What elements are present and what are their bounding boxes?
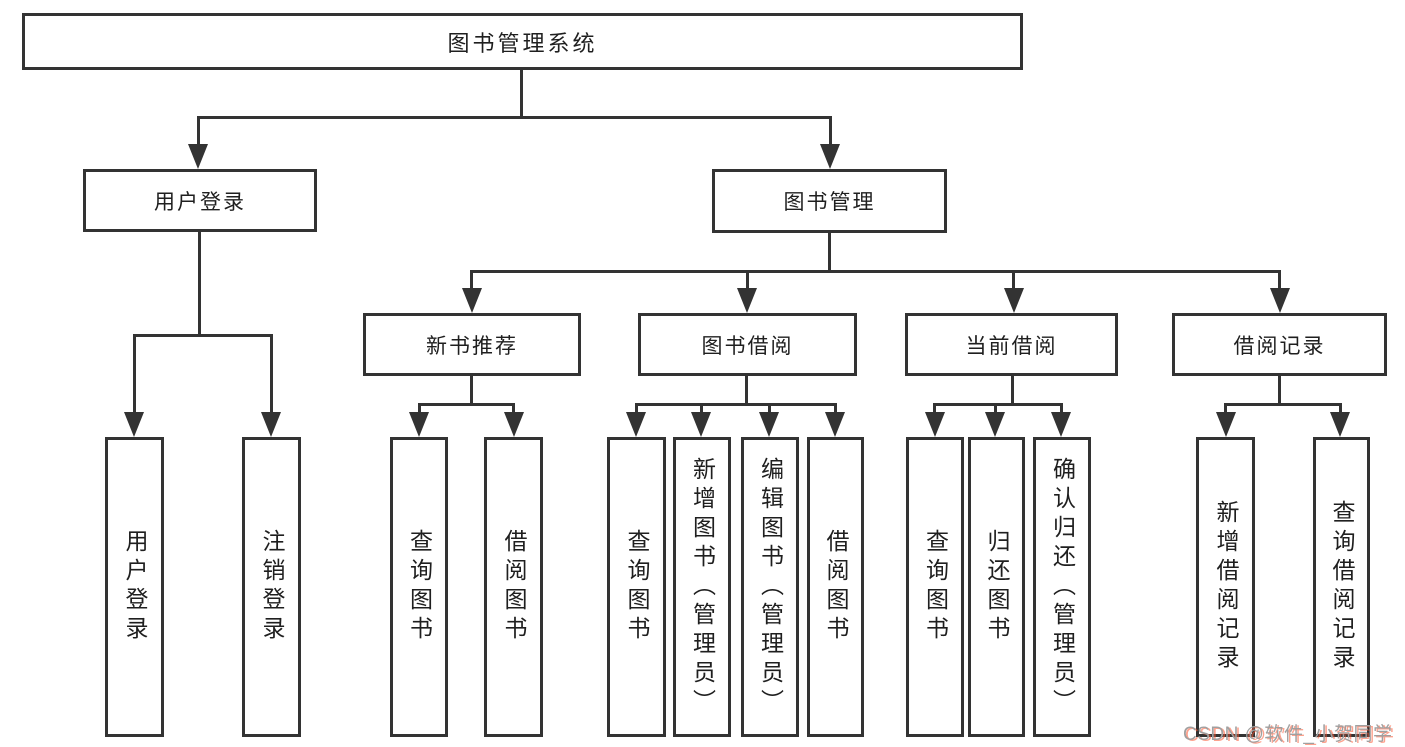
connector-vline: [1011, 374, 1014, 403]
leaf-query-books-borrowing: 查询图书: [607, 437, 666, 737]
leaf-confirm-return-admin: 确认归还（管理员）: [1033, 437, 1091, 737]
leaf-query-books-recommend: 查询图书: [390, 437, 448, 737]
connector-hline: [1224, 403, 1342, 406]
arrow-down-icon: [1330, 412, 1350, 437]
node-library-management-system: 图书管理系统: [22, 13, 1023, 70]
leaf-query-books-current: 查询图书: [906, 437, 964, 737]
connector-vline: [745, 374, 748, 403]
connector-hline: [933, 403, 1063, 406]
connector-vline: [1060, 403, 1063, 416]
leaf-return-book: 归还图书: [968, 437, 1025, 737]
node-user-login: 用户登录: [83, 169, 317, 232]
arrow-down-icon: [1004, 288, 1024, 313]
connector-hline: [470, 270, 1281, 273]
connector-vline: [133, 334, 136, 416]
connector-vline: [520, 69, 523, 116]
arrow-down-icon: [462, 288, 482, 313]
connector-hline: [133, 334, 273, 337]
connector-vline: [1012, 270, 1015, 292]
arrow-down-icon: [409, 412, 429, 437]
connector-vline: [746, 270, 749, 292]
leaf-borrow-books-borrowing: 借阅图书: [807, 437, 864, 737]
connector-vline: [470, 374, 473, 403]
leaf-borrow-books-recommend: 借阅图书: [484, 437, 543, 737]
arrow-down-icon: [691, 412, 711, 437]
connector-vline: [829, 116, 832, 148]
arrow-down-icon: [820, 144, 840, 169]
connector-vline: [828, 232, 831, 271]
connector-vline: [1278, 374, 1281, 403]
arrow-down-icon: [759, 412, 779, 437]
node-book-management: 图书管理: [712, 169, 947, 233]
arrow-down-icon: [504, 412, 524, 437]
arrow-down-icon: [825, 412, 845, 437]
arrow-down-icon: [261, 412, 281, 437]
connector-vline: [635, 403, 638, 416]
leaf-logout: 注销登录: [242, 437, 301, 737]
arrow-down-icon: [124, 412, 144, 437]
leaf-add-borrow-record: 新增借阅记录: [1196, 437, 1255, 737]
connector-vline: [270, 334, 273, 416]
connector-vline: [418, 403, 421, 416]
arrow-down-icon: [188, 144, 208, 169]
connector-vline: [1339, 403, 1342, 416]
leaf-add-book-admin: 新增图书（管理员）: [673, 437, 731, 737]
connector-hline: [418, 403, 515, 406]
node-book-borrowing: 图书借阅: [638, 313, 857, 376]
connector-vline: [700, 403, 703, 416]
connector-vline: [834, 403, 837, 416]
connector-vline: [470, 270, 473, 292]
node-current-borrowing: 当前借阅: [905, 313, 1118, 376]
connector-vline: [197, 116, 200, 148]
connector-hline: [635, 403, 837, 406]
leaf-query-borrow-record: 查询借阅记录: [1313, 437, 1370, 737]
arrow-down-icon: [1270, 288, 1290, 313]
leaf-edit-book-admin: 编辑图书（管理员）: [741, 437, 799, 737]
arrow-down-icon: [925, 412, 945, 437]
connector-vline: [768, 403, 771, 416]
arrow-down-icon: [1216, 412, 1236, 437]
connector-vline: [1224, 403, 1227, 416]
arrow-down-icon: [1051, 412, 1071, 437]
connector-vline: [512, 403, 515, 416]
csdn-watermark: CSDN @软件_小贺同学: [1183, 724, 1393, 745]
arrow-down-icon: [626, 412, 646, 437]
arrow-down-icon: [737, 288, 757, 313]
arrow-down-icon: [985, 412, 1005, 437]
connector-vline: [1278, 270, 1281, 292]
node-new-book-recommend: 新书推荐: [363, 313, 581, 376]
connector-vline: [994, 403, 997, 416]
connector-vline: [933, 403, 936, 416]
leaf-user-login: 用户登录: [105, 437, 164, 737]
connector-vline: [198, 231, 201, 334]
node-borrowing-records: 借阅记录: [1172, 313, 1387, 376]
connector-hline: [197, 116, 831, 119]
